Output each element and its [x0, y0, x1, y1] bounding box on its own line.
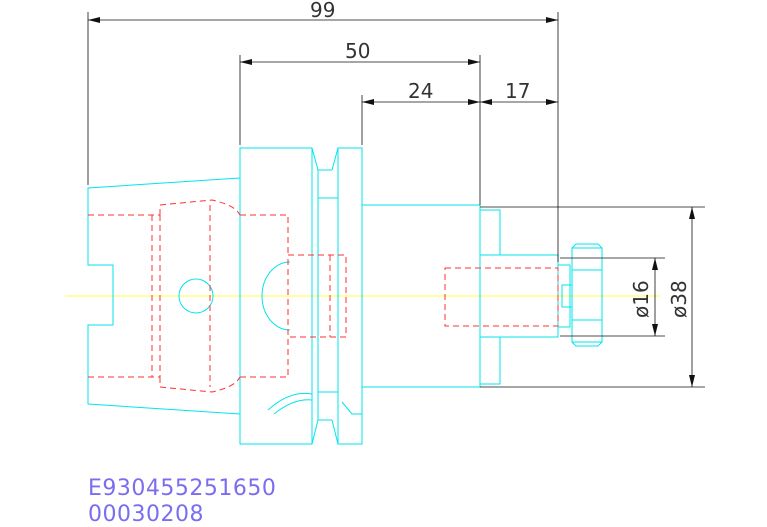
dim-inner-diameter: ø16: [629, 280, 653, 318]
retention-nut: [558, 243, 603, 347]
dim-outer-diameter: ø38: [667, 280, 691, 318]
drive-key: [261, 261, 291, 331]
dim-shank-length: 24: [408, 79, 433, 103]
hidden-lines: [88, 199, 559, 393]
dim-nut-length: 17: [505, 79, 530, 103]
part-code-line1: E930455251650: [88, 476, 277, 501]
dim-overall-length: 99: [310, 0, 335, 22]
dimension-lines: [87, 12, 705, 388]
cross-hole: [178, 278, 214, 314]
flange-body: [239, 147, 363, 445]
part-code-line2: 00030208: [88, 502, 204, 527]
tapered-shank: [87, 177, 241, 415]
dim-body-length: 50: [345, 39, 370, 63]
